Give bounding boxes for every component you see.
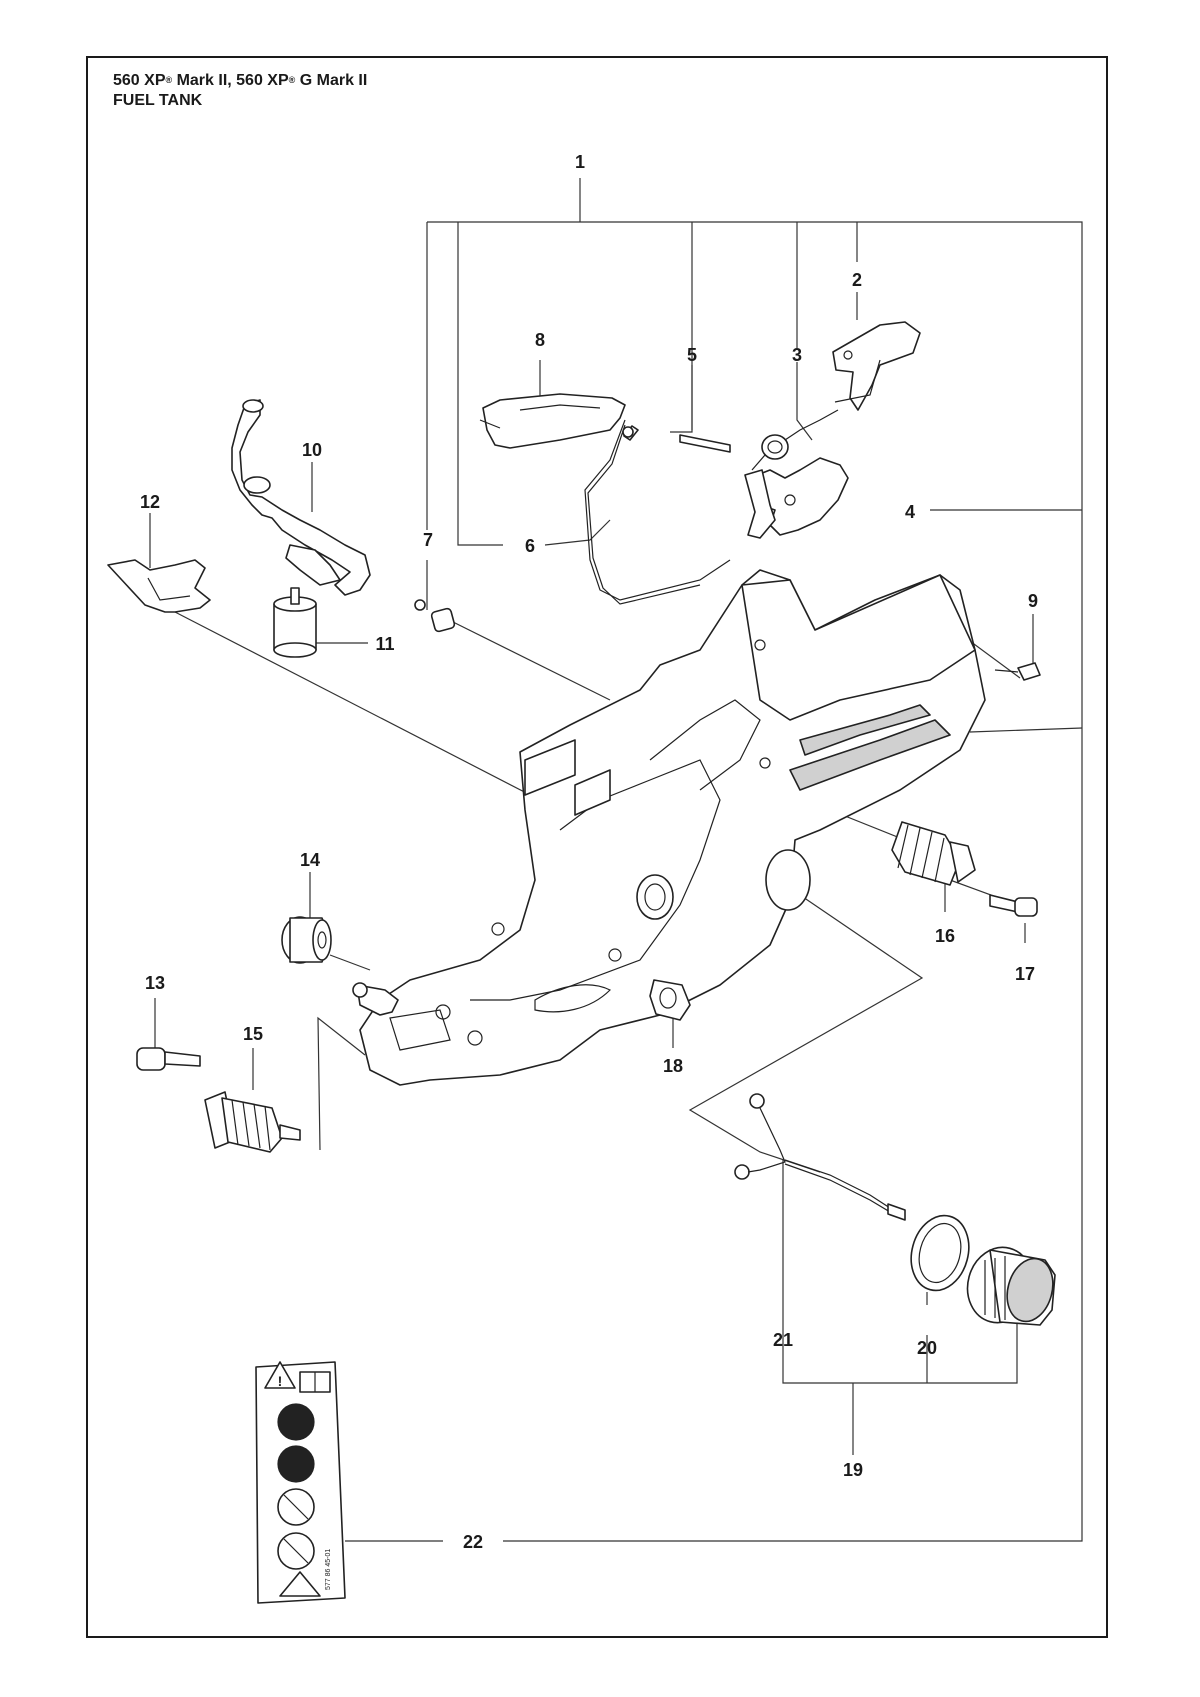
callout-3: 3 [792,345,802,365]
callout-5: 5 [687,345,697,365]
part-5-pin [679,434,731,453]
callout-18: 18 [663,1056,683,1076]
part-10-fuel-hose [231,399,371,596]
callout-19: 19 [843,1460,863,1480]
callout-11: 11 [375,634,394,654]
part-3-spring [751,409,839,471]
model-line: 560 XP® Mark II, 560 XP® G Mark II [113,72,368,89]
callout-12: 12 [140,492,160,512]
callout-14: 14 [300,850,320,870]
part-16-vibration-spring [891,821,976,886]
callout-13: 13 [145,973,165,993]
part-14-buffer [281,916,332,964]
part-11-fuel-filter [273,587,317,658]
callout-9: 9 [1028,591,1038,611]
callout-17: 17 [1015,964,1035,984]
part-15-vibration-spring [204,1091,301,1153]
decal-part-code: 577 86 45-01 [325,1549,332,1590]
part-9-screw [994,662,1041,681]
callout-22: 22 [463,1532,483,1552]
part-12-cover [107,559,211,613]
part-21-fuel-pickup [734,1093,906,1221]
callout-2: 2 [852,270,862,290]
callout-1: 1 [575,152,585,172]
part-19-fuel-cap [966,1246,1056,1326]
part-18-nut [649,979,691,1021]
warning-icon [264,1361,296,1389]
callout-20: 20 [917,1338,937,1358]
section-title: FUEL TANK [113,92,203,109]
callout-labels: 1 2 3 4 5 6 7 8 9 10 11 12 13 14 15 16 1… [140,152,1038,1552]
callout-10: 10 [302,440,322,460]
kickback-warning-icon [279,1571,321,1597]
callout-16: 16 [935,926,955,946]
part-17-screw [989,894,1038,917]
part-14-pin [352,982,399,1016]
part-13-screw [136,1047,201,1071]
callout-15: 15 [243,1024,263,1044]
fuel-tank-body [359,569,986,1086]
drawing-frame [86,56,1108,1638]
part-22-warning-decal: ! 577 86 45-01 [255,1361,346,1604]
svg-text:!: ! [278,1373,283,1389]
page-title: 560 XP® Mark II, 560 XP® G Mark II FUEL … [113,71,367,111]
callout-21: 21 [773,1330,793,1350]
helmet-protection-icon [277,1403,315,1441]
glove-protection-icon [277,1445,315,1483]
part-20-seal-ring [910,1214,970,1292]
callout-8: 8 [535,330,545,350]
callout-6: 6 [525,536,535,556]
callout-4: 4 [905,502,915,522]
part-4-throttle-trigger [744,457,849,539]
part-8-handle-insert [479,393,634,449]
part-7-bushing [414,599,456,633]
callout-7: 7 [423,530,433,550]
part-2-throttle-lockout [832,321,921,411]
